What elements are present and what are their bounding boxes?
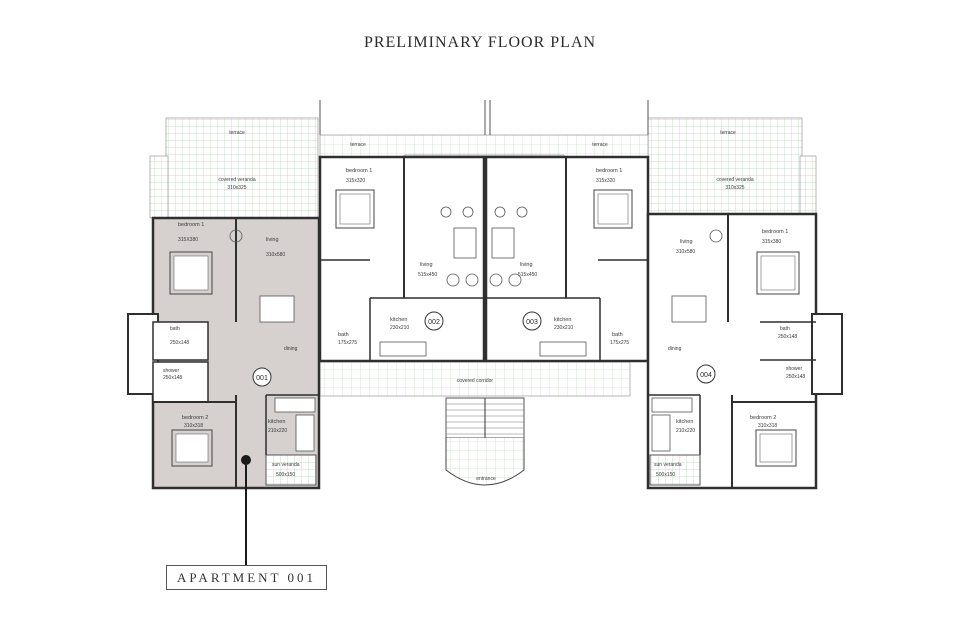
apartment-001-callout-leader — [241, 455, 251, 565]
apt004-shower-label: shower — [786, 366, 802, 372]
apt002-living-label: living — [420, 262, 433, 268]
apt001-number: 001 — [256, 375, 268, 382]
apt003-number: 003 — [526, 319, 538, 326]
apt001-bath-label: bath — [170, 326, 180, 332]
terrace-002-label: terrace — [350, 142, 366, 148]
apt001-kitchen-size: 210x220 — [268, 428, 287, 434]
apartment-002: bedroom 1 315x320 living 515x450 kitchen… — [318, 155, 486, 363]
apt001-shower-size: 250x148 — [163, 375, 182, 381]
apt004-kitchen-label: kitchen — [676, 419, 693, 425]
apt003-bath-size: 175x275 — [610, 340, 629, 346]
apt002-bedroom1-size: 315x320 — [346, 178, 365, 184]
apt002-bedroom1-label: bedroom 1 — [346, 168, 372, 174]
apt001-bedroom1-size: 315X380 — [178, 237, 198, 243]
terrace-003-label: terrace — [592, 142, 608, 148]
apartment-001: bedroom 1 315X380 living 310x580 bath 25… — [127, 216, 321, 490]
apartment-003: bedroom 1 315x320 living 515x450 kitchen… — [484, 155, 650, 363]
covered-corridor-label: covered corridor — [457, 378, 493, 384]
covered-veranda-001-label: covered veranda — [218, 177, 255, 183]
apt002-living-size: 515x450 — [418, 272, 437, 278]
apt004-number: 004 — [700, 372, 712, 379]
terrace-left-label: terrace — [229, 130, 245, 136]
apt004-sun-veranda-label: sun veranda — [654, 462, 682, 468]
covered-veranda-004-size: 310x325 — [725, 185, 744, 191]
apt001-living-size: 310x580 — [266, 252, 285, 258]
apartment-001-callout: APARTMENT 001 — [166, 565, 327, 590]
apt001-bedroom2-label: bedroom 2 — [182, 415, 208, 421]
apt004-sun-veranda-size: 500x150 — [656, 472, 675, 478]
apt003-kitchen-size: 230x210 — [554, 325, 573, 331]
apt002-kitchen-size: 230x210 — [390, 325, 409, 331]
apt003-living-label: living — [520, 262, 533, 268]
covered-veranda-004-label: covered veranda — [716, 177, 753, 183]
covered-veranda-001-size: 310x325 — [227, 185, 246, 191]
apt004-kitchen-size: 210x220 — [676, 428, 695, 434]
entrance-stairs: entrance — [445, 397, 525, 486]
entrance-label: entrance — [476, 476, 496, 482]
apt003-bedroom1-label: bedroom 1 — [596, 168, 622, 174]
apt004-bedroom1-size: 315x380 — [762, 239, 781, 245]
apt001-dining-label: dining — [284, 346, 298, 352]
apt001-kitchen-label: kitchen — [268, 419, 285, 425]
apt003-bath-label: bath — [612, 332, 623, 338]
apt001-living-label: living — [266, 237, 279, 243]
apt004-bedroom1-label: bedroom 1 — [762, 229, 788, 235]
apt001-bedroom2-size: 310x318 — [184, 423, 203, 429]
apartment-004: bedroom 1 315x380 living 310x580 bath 25… — [646, 212, 843, 490]
apt004-shower-size: 250x148 — [786, 374, 805, 380]
apt002-bath-size: 175x275 — [338, 340, 357, 346]
apt004-living-label: living — [680, 239, 693, 245]
apt002-number: 002 — [428, 319, 440, 326]
page-title: PRELIMINARY FLOOR PLAN — [363, 34, 597, 51]
apt004-bath-label: bath — [780, 326, 790, 332]
apt003-living-size: 515x450 — [518, 272, 537, 278]
terrace-left: terrace covered veranda 310x325 — [149, 117, 319, 219]
covered-corridor: covered corridor — [319, 361, 631, 397]
apt004-bedroom2-label: bedroom 2 — [750, 415, 776, 421]
apt001-sun-veranda-label: sun veranda — [272, 462, 300, 468]
apt004-bedroom2-size: 310x318 — [758, 423, 777, 429]
apt004-bath-size: 250x148 — [778, 334, 797, 340]
apt002-bath-label: bath — [338, 332, 349, 338]
apt001-bedroom1-label: bedroom 1 — [178, 222, 204, 228]
apt001-bath-size: 250x148 — [170, 340, 189, 346]
apt003-kitchen-label: kitchen — [554, 317, 571, 323]
terrace-right-label: terrace — [720, 130, 736, 136]
apt002-kitchen-label: kitchen — [390, 317, 407, 323]
apt004-living-size: 310x580 — [676, 249, 695, 255]
apt003-bedroom1-size: 315x320 — [596, 178, 615, 184]
apt001-shower-label: shower — [163, 368, 179, 374]
terrace-right: terrace covered veranda 310x325 — [647, 117, 817, 215]
apt001-sun-veranda-size: 500x150 — [276, 472, 295, 478]
apt004-dining-label: dining — [668, 346, 682, 352]
